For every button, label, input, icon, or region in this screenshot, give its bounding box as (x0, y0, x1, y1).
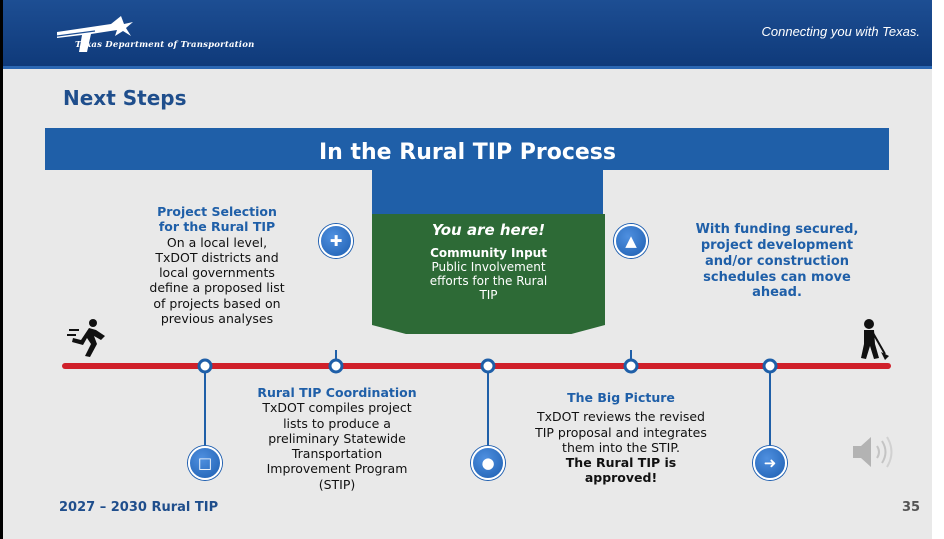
here-line-2: efforts for the Rural (429, 273, 548, 288)
approved-line: approved! (584, 470, 658, 486)
coordination-line: preliminary Statewide (268, 430, 406, 446)
funding-line: ahead. (752, 285, 802, 301)
coordination-heading: Rural TIP Coordination (257, 385, 417, 400)
coordination-line: Transportation (291, 446, 383, 461)
big-picture-heading: The Big Picture (567, 390, 675, 405)
big-picture-line: them into the STIP. (562, 439, 680, 455)
footer-label: 2027 – 2030 Rural TIP (59, 500, 219, 515)
coordination-line: TxDOT compiles project (262, 400, 412, 416)
timeline-node (197, 358, 213, 374)
header-bar: Texas Department of Transportation Conne… (3, 0, 932, 69)
approved-line: The Rural TIP is (565, 455, 677, 470)
community-input-label: Community Input (430, 246, 547, 261)
coordination-line: lists to produce a (283, 415, 391, 431)
timeline (62, 350, 891, 445)
big-picture-text: The Big Picture TxDOT reviews the revise… (515, 390, 727, 486)
funding-line: With funding secured, (695, 222, 859, 237)
arrow-right-icon: ➜ (753, 446, 787, 480)
selection-line: local governments (159, 265, 275, 280)
big-picture-line: TIP proposal and integrates (535, 424, 707, 440)
thumbs-up-icon: ▲ (614, 224, 648, 258)
worker-shovel-icon (861, 319, 889, 360)
chat-bubble-icon: ● (471, 446, 505, 480)
here-line-3: TIP (479, 287, 498, 302)
you-are-here-box: You are here! Community Input Public Inv… (372, 214, 605, 325)
coordination-line: Improvement Program (266, 461, 408, 477)
selection-line: previous analyses (160, 310, 274, 326)
selection-heading-1: Project Selection (157, 204, 277, 219)
big-picture-line: TxDOT reviews the revised (537, 409, 705, 425)
running-person-icon (67, 319, 105, 357)
right-frame (932, 0, 944, 539)
here-line-1: Public Involvement (431, 260, 546, 275)
speaker-icon[interactable] (849, 432, 899, 472)
funding-text: With funding secured, project developmen… (667, 222, 887, 301)
project-selection-text: Project Selection for the Rural TIP On a… (119, 204, 315, 326)
page-number: 35 (902, 500, 921, 515)
selection-line: define a proposed list (149, 280, 285, 296)
funding-line: project development (700, 237, 854, 253)
funding-line: and/or construction (704, 253, 850, 269)
page-title: Next Steps (63, 86, 187, 110)
selection-heading-2: for the Rural TIP (158, 219, 276, 235)
puzzle-icon: ✚ (319, 224, 353, 258)
timeline-node (328, 358, 344, 374)
timeline-node (623, 358, 639, 374)
funding-line: schedules can move (703, 269, 851, 285)
logo-text: Texas Department of Transportation (75, 40, 255, 50)
timeline-node (480, 358, 496, 374)
you-are-here-title: You are here! (431, 221, 546, 239)
banner-title: In the Rural TIP Process (319, 140, 616, 165)
timeline-node (762, 358, 778, 374)
txdot-logo (56, 16, 133, 52)
coordination-text: Rural TIP Coordination TxDOT compiles pr… (237, 385, 437, 492)
tagline: Connecting you with Texas. (761, 24, 920, 39)
document-icon: □ (188, 446, 222, 480)
selection-line: On a local level, (166, 234, 268, 250)
selection-line: of projects based on (153, 295, 281, 311)
coordination-line: (STIP) (318, 476, 356, 492)
selection-line: TxDOT districts and (155, 249, 279, 265)
